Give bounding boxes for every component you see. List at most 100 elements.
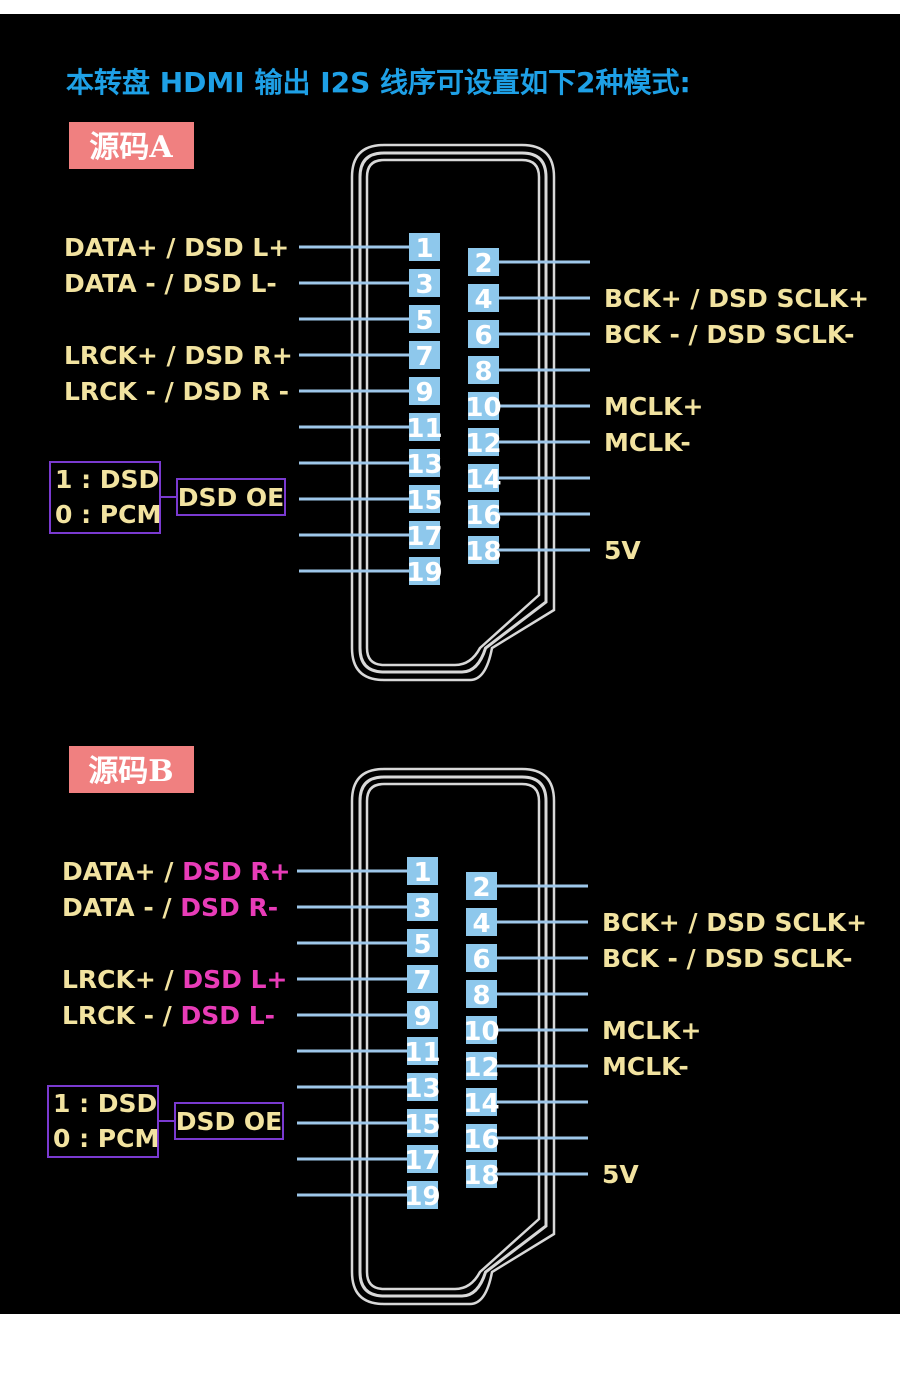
pin-box — [466, 1052, 497, 1080]
connector-outline-stroke — [358, 151, 548, 674]
pin-number: 11 — [406, 414, 442, 444]
pin-11: 11 — [297, 1037, 441, 1068]
pin-box — [409, 377, 440, 405]
pin-box — [468, 356, 499, 384]
pin-number: 19 — [404, 1182, 440, 1212]
right-label-pin-4: BCK+ / DSD SCLK+ — [604, 284, 869, 313]
pin-box — [466, 980, 497, 1008]
pin-2: 2 — [466, 872, 588, 903]
label-text: DATA+ / DSD L+ — [64, 233, 289, 262]
left-label-pin-9: LRCK - / DSD R - — [64, 377, 289, 406]
connector-outline-stroke — [365, 158, 541, 667]
connector-outline-stroke — [365, 782, 541, 1291]
pin-13: 13 — [299, 449, 443, 480]
pin-number: 15 — [406, 486, 442, 516]
pin-box — [407, 1001, 438, 1029]
pin-9: 9 — [299, 377, 440, 408]
pin-8: 8 — [468, 356, 590, 387]
main-title: 本转盘 HDMI 输出 I2S 线序可设置如下2种模式: — [66, 66, 691, 99]
pin-box — [466, 1016, 497, 1044]
left-label-pin-9: LRCK - / DSD L- — [62, 1001, 275, 1030]
pin-number: 5 — [415, 306, 433, 336]
label-text: LRCK+ / — [62, 965, 182, 994]
pin-number: 16 — [465, 501, 501, 531]
pin-number: 10 — [463, 1017, 499, 1047]
pin-box — [466, 872, 497, 900]
dsd-oe-label: DSD OE — [178, 483, 285, 512]
right-label-pin-12: MCLK- — [604, 428, 691, 457]
pin-box — [466, 1160, 497, 1188]
pin-box — [468, 248, 499, 276]
left-label-pin-3: DATA - / DSD L- — [64, 269, 277, 298]
pin-13: 13 — [297, 1073, 441, 1104]
pin-number: 4 — [472, 909, 490, 939]
label-text: DATA+ / — [62, 857, 182, 886]
pin-number: 14 — [463, 1089, 499, 1119]
pin-16: 16 — [465, 500, 590, 531]
pin-2: 2 — [468, 248, 590, 279]
pin-3: 3 — [299, 269, 440, 300]
dsd-oe-box — [176, 478, 286, 516]
pin-number: 13 — [404, 1074, 440, 1104]
pin-box — [409, 557, 440, 585]
pin-box — [409, 521, 440, 549]
right-label-pin-12: MCLK- — [602, 1052, 689, 1081]
pin-number: 6 — [472, 945, 490, 975]
mode-legend-line: 1 : DSD — [55, 465, 159, 494]
pin-12: 12 — [463, 1052, 588, 1083]
pin-number: 17 — [406, 522, 442, 552]
pin-number: 17 — [404, 1146, 440, 1176]
right-label-pin-18: 5V — [602, 1160, 639, 1189]
dsd-oe-label: DSD OE — [176, 1107, 283, 1136]
pin-14: 14 — [463, 1088, 588, 1119]
pin-box — [407, 929, 438, 957]
pin-box — [407, 965, 438, 993]
source-badge-bg — [69, 122, 194, 169]
right-label-pin-10: MCLK+ — [602, 1016, 701, 1045]
pin-number: 13 — [406, 450, 442, 480]
pin-number: 3 — [415, 270, 433, 300]
pin-box — [466, 1088, 497, 1116]
mode-legend-line: 1 : DSD — [53, 1089, 157, 1118]
right-label-pin-4: BCK+ / DSD SCLK+ — [602, 908, 867, 937]
pin-12: 12 — [465, 428, 590, 459]
pin-number: 7 — [413, 966, 431, 996]
pin-box — [409, 449, 440, 477]
pin-box — [409, 305, 440, 333]
pin-number: 12 — [463, 1053, 499, 1083]
right-label-pin-18: 5V — [604, 536, 641, 565]
pin-7: 7 — [297, 965, 438, 996]
pin-box — [468, 464, 499, 492]
pin-number: 11 — [404, 1038, 440, 1068]
pin-number: 1 — [413, 858, 431, 888]
right-label-pin-6: BCK - / DSD SCLK- — [602, 944, 852, 973]
connector-outline-stroke — [350, 143, 556, 682]
pin-number: 7 — [415, 342, 433, 372]
pin-14: 14 — [465, 464, 590, 495]
pin-box — [409, 485, 440, 513]
pin-box — [407, 1037, 438, 1065]
pin-box — [407, 893, 438, 921]
right-label-pin-6: BCK - / DSD SCLK- — [604, 320, 854, 349]
left-label-pin-7: LRCK+ / DSD L+ — [62, 965, 287, 994]
label-text: LRCK+ / DSD R+ — [64, 341, 293, 370]
pin-6: 6 — [468, 320, 590, 351]
pin-number: 10 — [465, 393, 501, 423]
label-text: LRCK - / DSD R - — [64, 377, 289, 406]
pin-number: 9 — [415, 378, 433, 408]
label-highlight: DSD R- — [180, 893, 278, 922]
left-label-pin-7: LRCK+ / DSD R+ — [64, 341, 293, 370]
pin-10: 10 — [465, 392, 590, 423]
pin-box — [409, 341, 440, 369]
pin-number: 4 — [474, 285, 492, 315]
pin-16: 16 — [463, 1124, 588, 1155]
mode-legend-line: 0 : PCM — [55, 500, 161, 529]
pin-number: 16 — [463, 1125, 499, 1155]
pin-number: 6 — [474, 321, 492, 351]
source-badge-label: 源码A — [89, 130, 173, 165]
